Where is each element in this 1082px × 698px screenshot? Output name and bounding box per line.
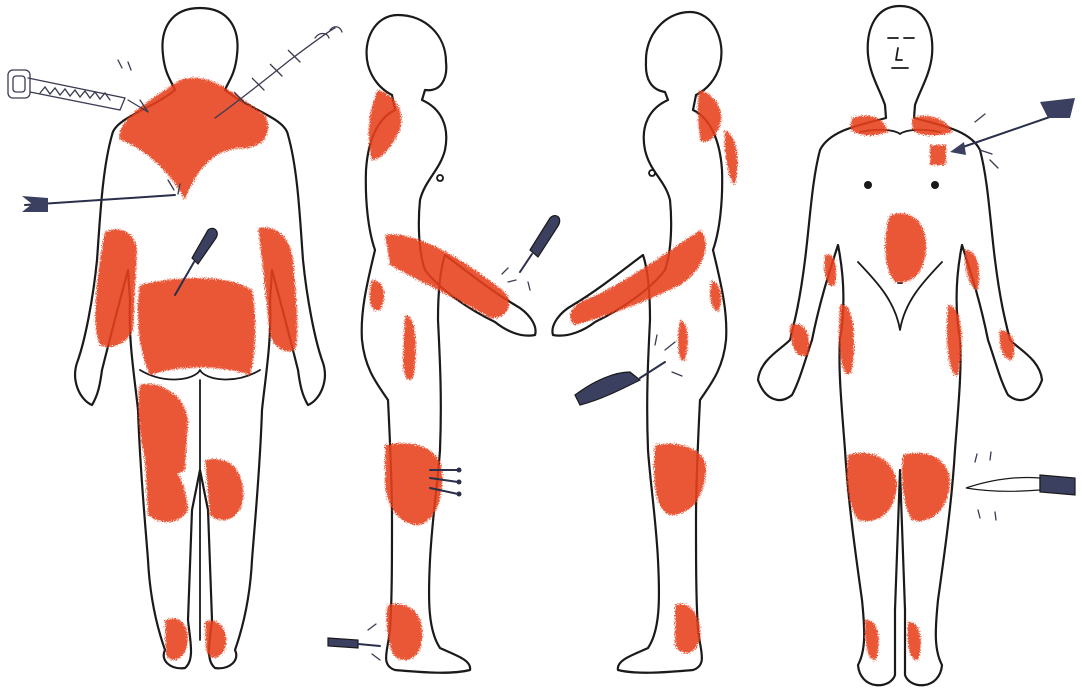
hammer-icon bbox=[328, 624, 380, 660]
front-nipple-left bbox=[864, 181, 872, 189]
side-left-nipple bbox=[649, 170, 655, 176]
saw-icon bbox=[8, 60, 148, 112]
figure-side-view-right bbox=[328, 15, 536, 673]
figure-front-view bbox=[758, 6, 1075, 685]
knife-front-icon bbox=[966, 452, 1075, 520]
figure-back-view bbox=[8, 8, 342, 668]
figure-side-view-left bbox=[502, 12, 738, 673]
side-right-nipple bbox=[437, 175, 443, 181]
front-nipple-right bbox=[931, 181, 939, 189]
knife-side-upper-icon bbox=[502, 216, 560, 290]
